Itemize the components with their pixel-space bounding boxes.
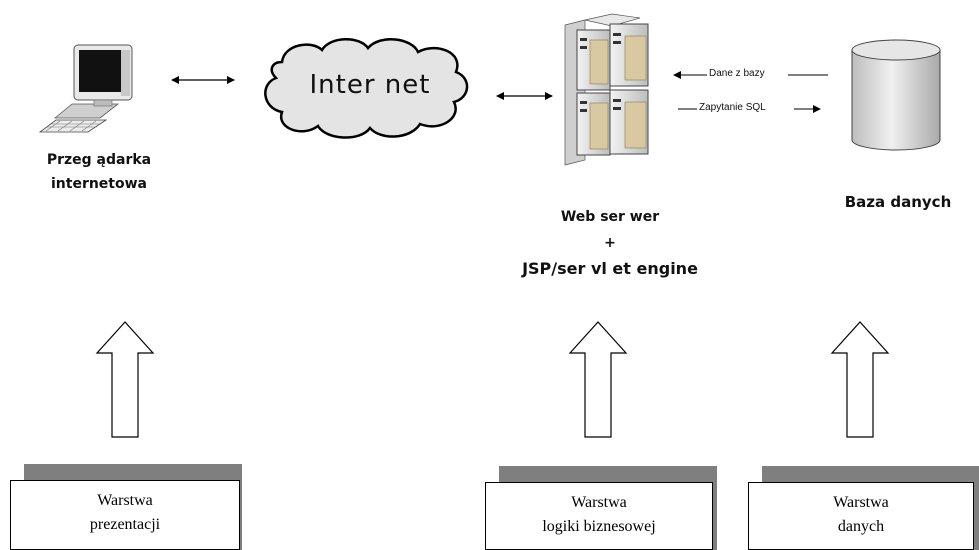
- data-from-db-label: Dane z bazy: [709, 68, 765, 79]
- layer-data-line1: Warstwa: [833, 494, 889, 511]
- layer-data: Warstwa danych: [748, 466, 979, 550]
- layer-business: Warstwa logiki biznesowej: [485, 466, 717, 550]
- internet-cloud-icon: [264, 38, 469, 139]
- server-label: Web ser wer + JSP/ser vl et engine: [500, 204, 720, 282]
- browser-label: Przeg ądarka internetowa: [14, 148, 184, 196]
- layer-data-box: Warstwa danych: [748, 482, 974, 550]
- server-label-line3: JSP/ser vl et engine: [522, 259, 698, 278]
- layer-presentation-line1: Warstwa: [97, 492, 153, 509]
- layer-presentation-line2: prezentacji: [89, 516, 161, 533]
- sql-query-label: Zapytanie SQL: [699, 102, 766, 113]
- layer-presentation-box: Warstwa prezentacji: [10, 480, 240, 550]
- layer-business-box: Warstwa logiki biznesowej: [485, 482, 713, 550]
- internet-label: Inter net: [309, 70, 431, 100]
- database-label: Baza danych: [844, 193, 952, 211]
- database-icon: [851, 39, 941, 151]
- block-arrow-data: [830, 321, 890, 438]
- computer-icon: [38, 44, 133, 133]
- block-arrow-business: [568, 321, 628, 438]
- layer-data-line2: danych: [837, 518, 885, 535]
- browser-label-line2: internetowa: [50, 176, 147, 192]
- block-arrow-presentation: [95, 321, 155, 438]
- layer-business-line1: Warstwa: [571, 494, 627, 511]
- server-icon: [564, 13, 649, 166]
- server-label-line1: Web ser wer: [560, 209, 660, 225]
- layer-presentation: Warstwa prezentacji: [10, 464, 242, 550]
- server-label-line2: +: [604, 235, 616, 251]
- layer-business-line2: logiki biznesowej: [542, 518, 656, 535]
- browser-label-line1: Przeg ądarka: [46, 152, 152, 168]
